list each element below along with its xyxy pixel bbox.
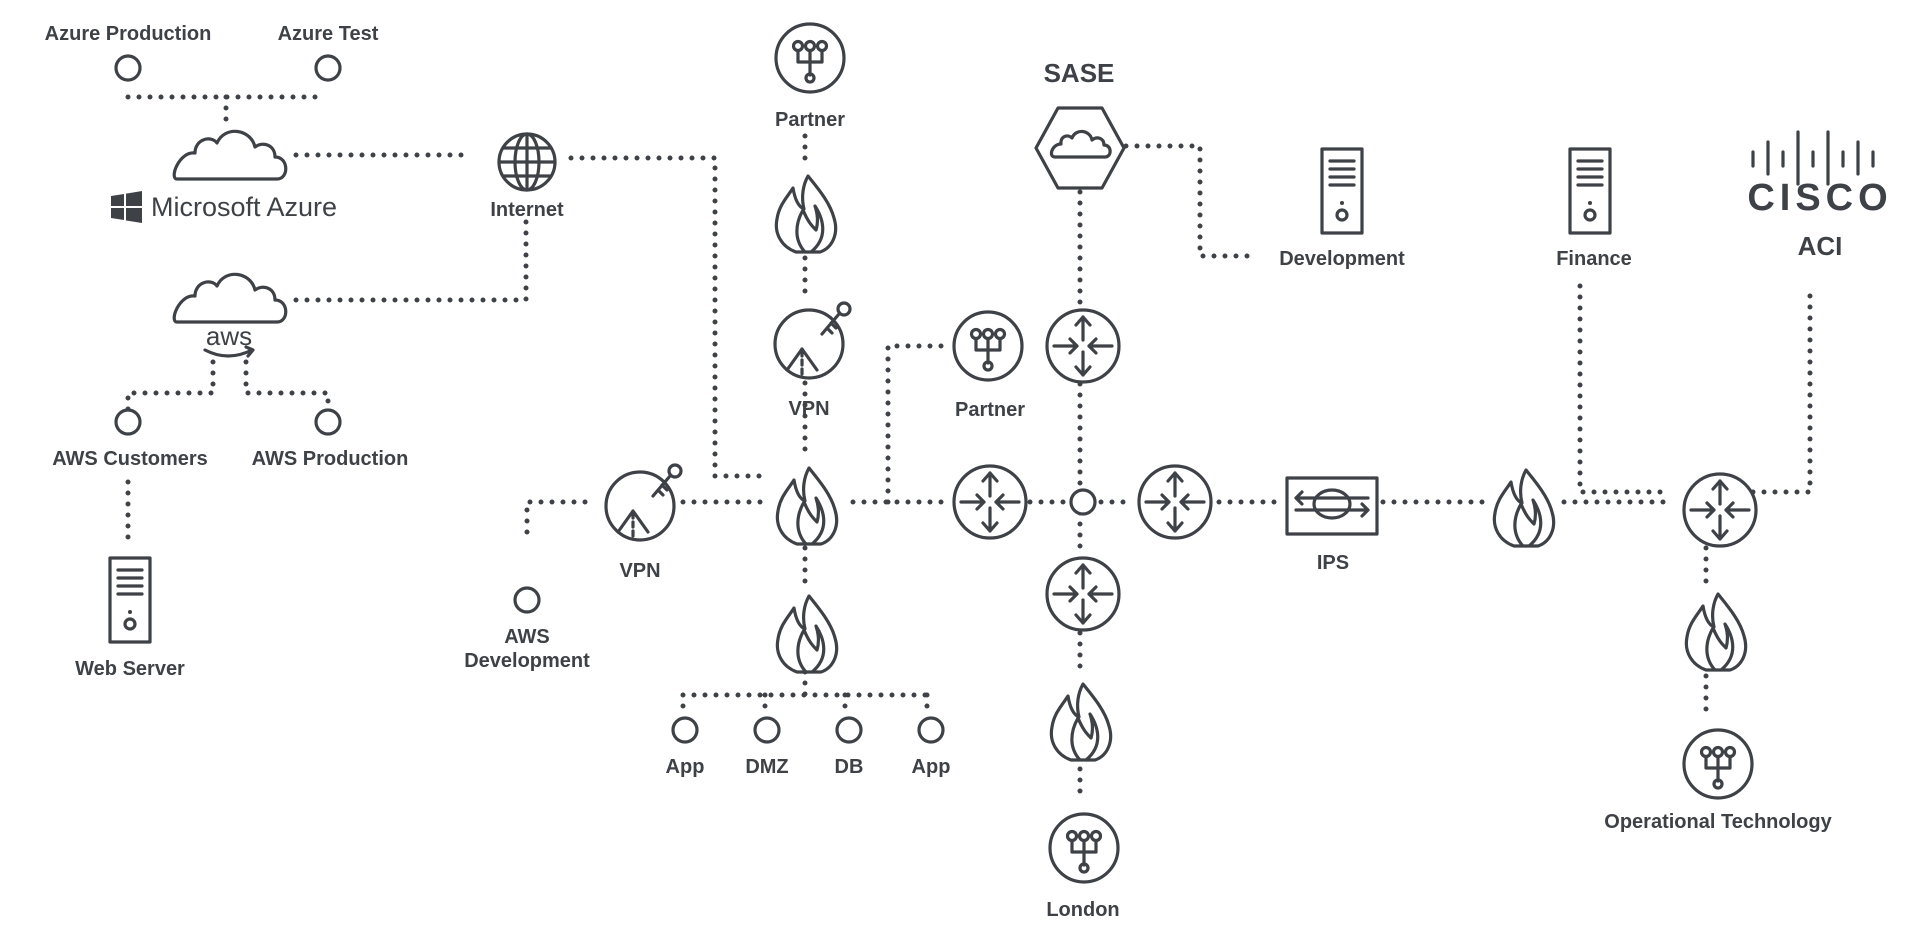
link-aws-internet bbox=[293, 211, 529, 303]
ips-label: IPS bbox=[1317, 552, 1349, 574]
endpoint-icon[interactable] bbox=[835, 716, 863, 744]
router-arrows-icon[interactable] bbox=[1045, 556, 1121, 632]
cisco-logo-text: CISCO bbox=[1747, 177, 1892, 219]
aws-cloud-icon[interactable] bbox=[172, 272, 288, 324]
site-network-icon[interactable] bbox=[774, 22, 846, 94]
firewall-flame-icon[interactable] bbox=[1049, 682, 1113, 762]
link-aws-customers bbox=[125, 359, 216, 415]
amazon-smile-icon bbox=[203, 345, 255, 358]
azure-cloud-icon[interactable] bbox=[172, 129, 288, 181]
router-arrows-icon[interactable] bbox=[952, 464, 1028, 540]
segment-label-db: DB bbox=[835, 756, 864, 778]
vpn-top-label: VPN bbox=[788, 398, 829, 420]
endpoint-icon[interactable] bbox=[1069, 488, 1097, 516]
endpoint-icon[interactable] bbox=[114, 408, 142, 436]
cisco-bars-icon bbox=[1751, 130, 1875, 186]
endpoint-icon[interactable] bbox=[314, 408, 342, 436]
server-tower-icon[interactable] bbox=[108, 556, 152, 644]
endpoint-icon[interactable] bbox=[753, 716, 781, 744]
aws-production-label: AWS Production bbox=[252, 448, 409, 470]
endpoint-icon[interactable] bbox=[917, 716, 945, 744]
azure-production-label: Azure Production bbox=[45, 23, 212, 45]
link-sase-development bbox=[1123, 143, 1255, 259]
vpn-left-label: VPN bbox=[619, 560, 660, 582]
dmz-segments: App DMZ DB App bbox=[666, 716, 951, 778]
link-partner-mid bbox=[885, 343, 945, 505]
router-arrows-icon[interactable] bbox=[1137, 464, 1213, 540]
segment-label-dmz: DMZ bbox=[745, 756, 788, 778]
endpoint-icon[interactable] bbox=[513, 586, 541, 614]
link-dmz bbox=[680, 545, 930, 715]
firewall-flame-icon[interactable] bbox=[775, 594, 839, 674]
router-arrows-icon[interactable] bbox=[1682, 472, 1758, 548]
development-label: Development bbox=[1279, 248, 1405, 270]
firewall-flame-icon[interactable] bbox=[1492, 468, 1556, 548]
sase-hexagon-cloud-icon[interactable] bbox=[1034, 106, 1126, 190]
firewall-flame-icon[interactable] bbox=[774, 174, 838, 254]
firewall-flame-icon[interactable] bbox=[1684, 592, 1748, 672]
azure-test-label: Azure Test bbox=[278, 23, 379, 45]
segment-label-app-2: App bbox=[912, 756, 951, 778]
server-tower-icon[interactable] bbox=[1568, 147, 1612, 235]
link-aws-production bbox=[243, 359, 331, 415]
link-aci bbox=[1747, 293, 1813, 495]
endpoint-icon[interactable] bbox=[114, 54, 142, 82]
link-finance bbox=[1577, 283, 1673, 495]
finance-label: Finance bbox=[1556, 248, 1632, 270]
web-server-label: Web Server bbox=[75, 658, 185, 680]
globe-icon[interactable] bbox=[497, 132, 557, 192]
aws-customers-label: AWS Customers bbox=[52, 448, 208, 470]
site-network-icon[interactable] bbox=[1048, 812, 1120, 884]
london-label: London bbox=[1046, 899, 1119, 921]
endpoint-icon[interactable] bbox=[671, 716, 699, 744]
aws-logo-label: aws bbox=[206, 321, 252, 351]
ips-device-icon[interactable] bbox=[1285, 476, 1379, 536]
link-internet-core bbox=[568, 155, 766, 479]
vpn-key-icon[interactable] bbox=[773, 301, 852, 380]
internet-label: Internet bbox=[490, 199, 564, 221]
router-arrows-icon[interactable] bbox=[1045, 308, 1121, 384]
site-network-icon[interactable] bbox=[952, 310, 1024, 382]
segment-label-app-1: App bbox=[666, 756, 705, 778]
partner-top-label: Partner bbox=[775, 109, 845, 131]
link-core-left bbox=[524, 499, 765, 535]
microsoft-azure-label: Microsoft Azure bbox=[151, 192, 337, 222]
aws-development-label-line2: Development bbox=[464, 650, 590, 672]
sase-label: SASE bbox=[1044, 58, 1115, 88]
aws-development-label-line1: AWS bbox=[504, 626, 550, 648]
windows-logo-icon bbox=[111, 191, 142, 223]
connection-lines bbox=[125, 94, 1813, 803]
vpn-key-icon[interactable] bbox=[604, 463, 683, 542]
aci-label: ACI bbox=[1798, 231, 1843, 261]
partner-mid-label: Partner bbox=[955, 399, 1025, 421]
operational-technology-label: Operational Technology bbox=[1604, 811, 1832, 833]
firewall-flame-icon[interactable] bbox=[775, 466, 839, 546]
endpoint-icon[interactable] bbox=[314, 54, 342, 82]
server-tower-icon[interactable] bbox=[1320, 147, 1364, 235]
site-network-icon[interactable] bbox=[1682, 728, 1754, 800]
